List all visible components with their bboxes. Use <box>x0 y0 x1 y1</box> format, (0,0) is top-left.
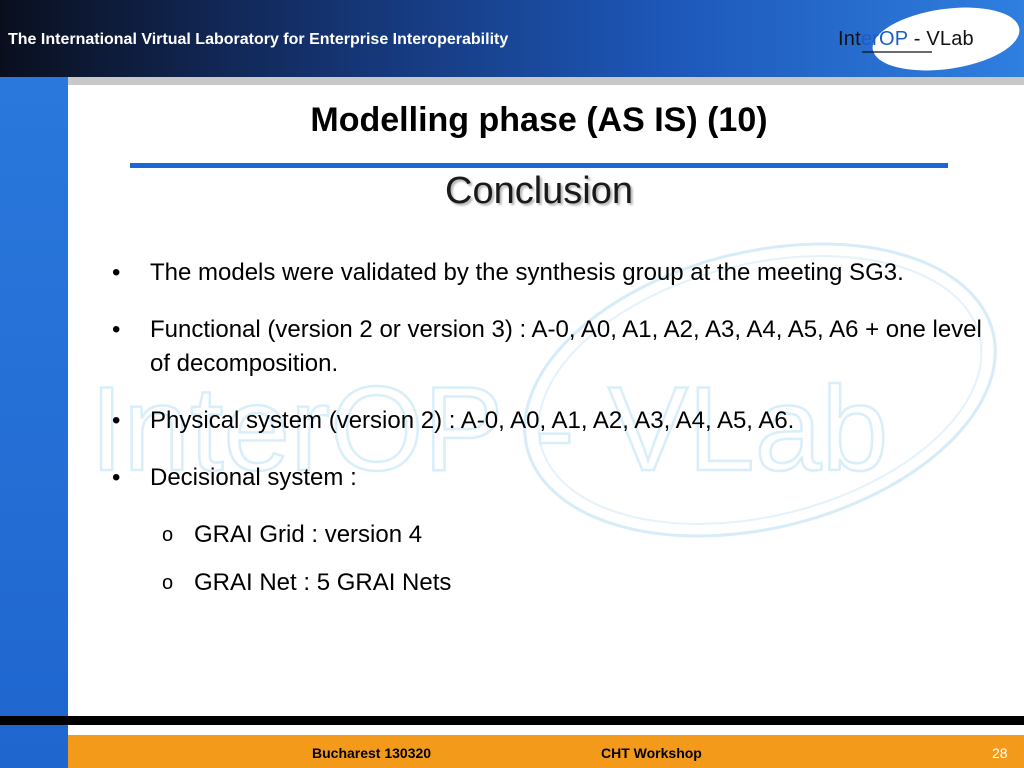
title-underline <box>130 163 948 168</box>
header-divider <box>0 77 1024 85</box>
sub-bullet-item: o GRAI Net : 5 GRAI Nets <box>112 566 992 600</box>
footer-divider <box>0 716 1024 725</box>
logo-part-3: - VLab <box>907 28 974 50</box>
bullet-item: • Functional (version 2 or version 3) : … <box>112 313 992 381</box>
bullet-text: Functional (version 2 or version 3) : A-… <box>150 316 982 377</box>
left-accent-bar <box>0 77 68 768</box>
slide-subtitle: Conclusion <box>445 170 633 212</box>
bullet-mark: • <box>112 316 121 343</box>
footer-event: CHT Workshop <box>601 745 702 761</box>
watermark-text: InterOP - VLab <box>90 362 888 496</box>
bullet-text: Decisional system : <box>150 464 357 491</box>
bullet-text: Physical system (version 2) : A-0, A0, A… <box>150 407 795 434</box>
sub-bullet-item: o GRAI Grid : version 4 <box>112 518 992 552</box>
footer-location: Bucharest 130320 <box>312 745 432 761</box>
background-watermark: InterOP - VLab <box>89 242 997 538</box>
bullet-text: The models were validated by the synthes… <box>150 259 904 286</box>
sub-bullet-mark: o <box>162 524 174 546</box>
bullet-item: • Decisional system : <box>112 461 992 495</box>
bullet-item: • Physical system (version 2) : A-0, A0,… <box>112 404 992 438</box>
bullet-mark: • <box>112 259 121 286</box>
sub-bullet-text: GRAI Net : 5 GRAI Nets <box>194 569 452 596</box>
logo-part-2: erOP <box>860 28 908 50</box>
slide-content: • The models were validated by the synth… <box>112 256 992 614</box>
footer-bar <box>68 735 1024 768</box>
lab-title: The International Virtual Laboratory for… <box>8 31 509 48</box>
bullet-mark: • <box>112 407 121 434</box>
bullet-item: • The models were validated by the synth… <box>112 256 992 290</box>
page-number: 28 <box>992 745 1008 761</box>
sub-bullet-mark: o <box>162 572 174 594</box>
sub-bullet-text: GRAI Grid : version 4 <box>194 521 423 548</box>
logo-wordmark: InterOP - VLab <box>838 28 974 51</box>
bullet-mark: • <box>112 464 121 491</box>
header-bar <box>0 0 1024 77</box>
logo-part-1: Int <box>838 28 861 50</box>
slide-title: Modelling phase (AS IS) (10) <box>310 101 768 139</box>
interop-vlab-logo-icon <box>862 7 1020 71</box>
footer-gap <box>68 725 1024 735</box>
